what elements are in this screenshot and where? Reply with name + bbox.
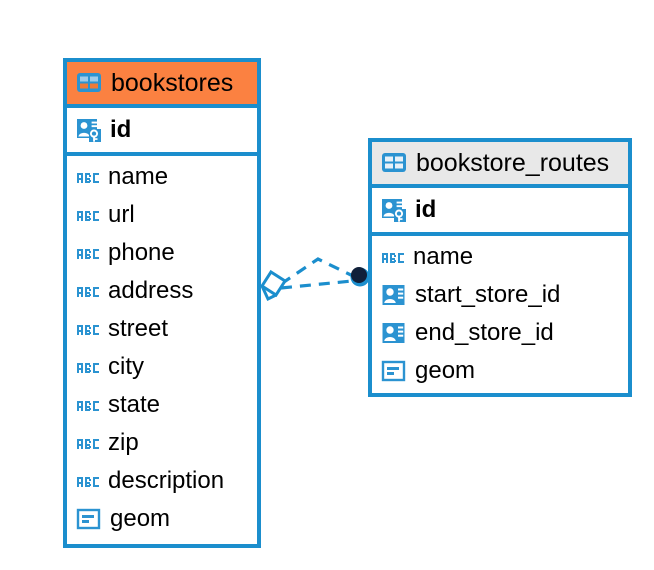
foreign-key-icon — [382, 323, 405, 343]
fields-section-bookstore-routes: name start_store_id — [372, 236, 628, 392]
diamond-marker — [259, 269, 288, 302]
field-label: end_store_id — [415, 319, 554, 346]
field-row-geom[interactable]: geom — [67, 500, 257, 538]
field-row-url[interactable]: url — [67, 196, 257, 234]
field-label: phone — [108, 239, 175, 266]
entity-bookstore-routes[interactable]: bookstore_routes id — [368, 138, 632, 397]
field-row-end-store-id[interactable]: end_store_id — [372, 314, 628, 352]
abc-text-icon — [77, 173, 99, 183]
field-row-state[interactable]: state — [67, 386, 257, 424]
field-label: start_store_id — [415, 281, 561, 308]
entity-header-bookstore-routes[interactable]: bookstore_routes — [372, 142, 628, 188]
primary-key-section-bookstores: id — [67, 108, 257, 156]
field-row-description[interactable]: description — [67, 462, 257, 500]
abc-text-icon — [77, 211, 99, 221]
field-label: street — [108, 315, 169, 342]
field-row-id[interactable]: id — [372, 188, 628, 232]
field-label: description — [108, 467, 225, 494]
field-label: name — [413, 243, 474, 270]
table-icon — [382, 153, 406, 172]
field-label: state — [108, 391, 161, 418]
abc-text-icon — [77, 439, 99, 449]
geometry-icon — [381, 360, 406, 382]
abc-text-icon — [77, 401, 99, 411]
entity-bookstores[interactable]: bookstores id — [63, 58, 261, 548]
table-icon — [77, 73, 101, 92]
relationship-line-lower — [280, 279, 353, 290]
entity-title: bookstores — [111, 68, 234, 97]
entity-header-bookstores[interactable]: bookstores — [67, 62, 257, 108]
abc-text-icon — [77, 477, 99, 487]
foreign-key-icon — [382, 285, 405, 305]
primary-key-icon — [77, 119, 101, 142]
field-label: id — [110, 116, 132, 143]
field-row-city[interactable]: city — [67, 348, 257, 386]
field-label: zip — [108, 429, 139, 456]
abc-text-icon — [77, 287, 99, 297]
field-row-street[interactable]: street — [67, 310, 257, 348]
field-label: address — [108, 277, 194, 304]
field-row-zip[interactable]: zip — [67, 424, 257, 462]
field-row-address[interactable]: address — [67, 272, 257, 310]
primary-key-icon — [382, 199, 406, 222]
filled-circle-marker — [350, 267, 370, 287]
field-label: name — [108, 163, 169, 190]
field-row-id[interactable]: id — [67, 108, 257, 152]
abc-text-icon — [77, 249, 99, 259]
abc-text-icon — [382, 253, 404, 263]
abc-text-icon — [77, 363, 99, 373]
relationship-line-upper — [280, 257, 356, 286]
field-label: city — [108, 353, 144, 380]
entity-title: bookstore_routes — [416, 148, 610, 177]
field-label: geom — [415, 357, 476, 384]
geometry-icon — [76, 508, 101, 530]
field-label: url — [108, 201, 135, 228]
field-row-phone[interactable]: phone — [67, 234, 257, 272]
fields-section-bookstores: name url — [67, 156, 257, 540]
field-row-name[interactable]: name — [372, 238, 628, 276]
field-row-name[interactable]: name — [67, 158, 257, 196]
field-label: geom — [110, 505, 171, 532]
field-row-start-store-id[interactable]: start_store_id — [372, 276, 628, 314]
field-row-geom[interactable]: geom — [372, 352, 628, 390]
field-label: id — [415, 196, 437, 223]
abc-text-icon — [77, 325, 99, 335]
primary-key-section-bookstore-routes: id — [372, 188, 628, 236]
